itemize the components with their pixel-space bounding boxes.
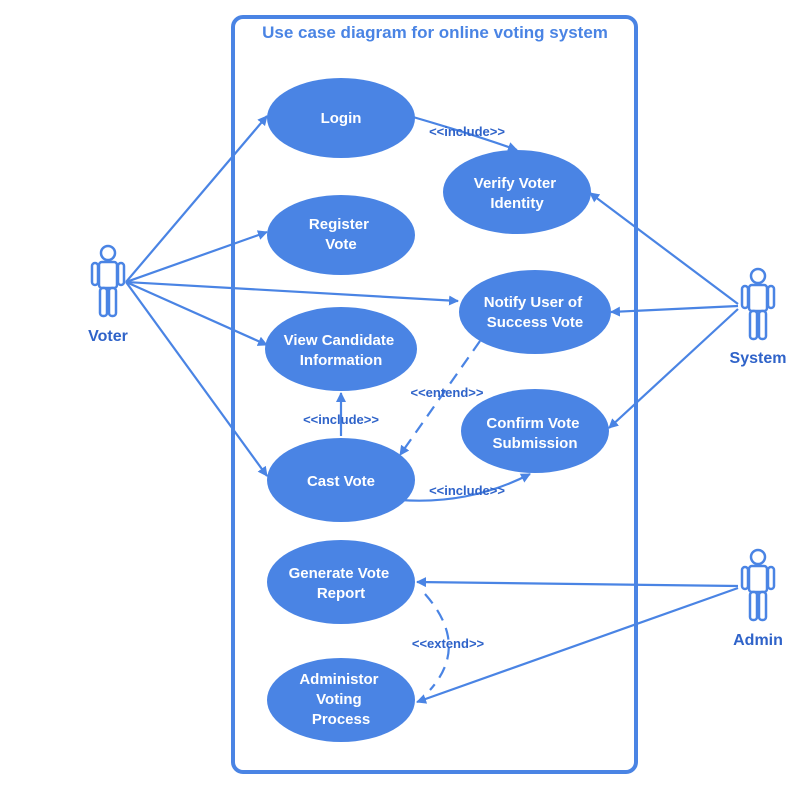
- assoc-admin-admin-proc: [416, 586, 739, 704]
- use-case-label: Confirm Vote Submission: [486, 415, 583, 452]
- use-case-label: Register Vote: [309, 216, 373, 253]
- use-case-label: Administor Voting Process: [299, 671, 382, 728]
- use-case-label: Login: [321, 110, 362, 127]
- actor-system[interactable]: [740, 267, 776, 341]
- system-boundary: [231, 15, 638, 774]
- actor-label-voter: Voter: [88, 328, 128, 345]
- rel-line-notify-cast: [399, 340, 481, 456]
- dependency-lines: [336, 115, 531, 691]
- use-case-label: Cast Vote: [307, 473, 375, 490]
- rel-line-login-verify: [412, 115, 518, 152]
- label-extend-report-admin: <<extend>>: [412, 636, 485, 651]
- use-case-generate-vote-report[interactable]: Generate Vote Report: [267, 540, 415, 624]
- assoc-voter-notify: [125, 280, 459, 306]
- assoc-voter-login: [125, 115, 268, 283]
- label-entend-notify-cast: <<entend>>: [411, 385, 484, 400]
- assoc-system-notify: [610, 304, 739, 317]
- stick-figure-icon: [740, 548, 776, 622]
- assoc-voter-cast: [125, 281, 268, 477]
- use-case-label: Generate Vote Report: [289, 565, 394, 602]
- use-case-notify-user[interactable]: Notify User of Success Vote: [459, 270, 611, 354]
- use-case-label: Notify User of Success Vote: [484, 294, 587, 331]
- label-include-cast-confirm: <<include>>: [429, 483, 505, 498]
- use-case-view-candidate-information[interactable]: View Candidate Information: [265, 307, 417, 391]
- use-case-label: Verify Voter Identity: [474, 175, 560, 212]
- use-case-verify-voter-identity[interactable]: Verify Voter Identity: [443, 150, 591, 234]
- actor-admin[interactable]: [740, 548, 776, 622]
- assoc-system-verify: [589, 192, 739, 305]
- stick-figure-icon: [90, 244, 126, 318]
- actor-voter[interactable]: [90, 244, 126, 318]
- stick-figure-icon: [740, 267, 776, 341]
- associations: [125, 115, 739, 704]
- relation-labels: <<include>> <<include>> <<entend>> <<inc…: [303, 124, 505, 651]
- use-case-administor-voting-process[interactable]: Administor Voting Process: [267, 658, 415, 742]
- assoc-voter-register: [125, 230, 268, 284]
- actor-label-admin: Admin: [733, 632, 783, 649]
- use-case-cast-vote[interactable]: Cast Vote: [267, 438, 415, 522]
- rel-line-cast-confirm: [399, 473, 531, 502]
- use-cases: Login Verify Voter Identity Register Vot…: [265, 78, 611, 742]
- assoc-admin-report: [416, 577, 739, 588]
- use-case-label: View Candidate Information: [284, 332, 399, 369]
- label-include-login-verify: <<include>>: [429, 124, 505, 139]
- actor-label-system: System: [730, 350, 787, 367]
- label-include-cast-view: <<include>>: [303, 412, 379, 427]
- use-case-confirm-vote-submission[interactable]: Confirm Vote Submission: [461, 389, 609, 473]
- diagram-title: Use case diagram for online voting syste…: [262, 23, 608, 42]
- use-case-register-vote[interactable]: Register Vote: [267, 195, 415, 275]
- use-case-login[interactable]: Login: [267, 78, 415, 158]
- assoc-voter-view: [125, 280, 268, 347]
- assoc-system-confirm: [608, 308, 739, 429]
